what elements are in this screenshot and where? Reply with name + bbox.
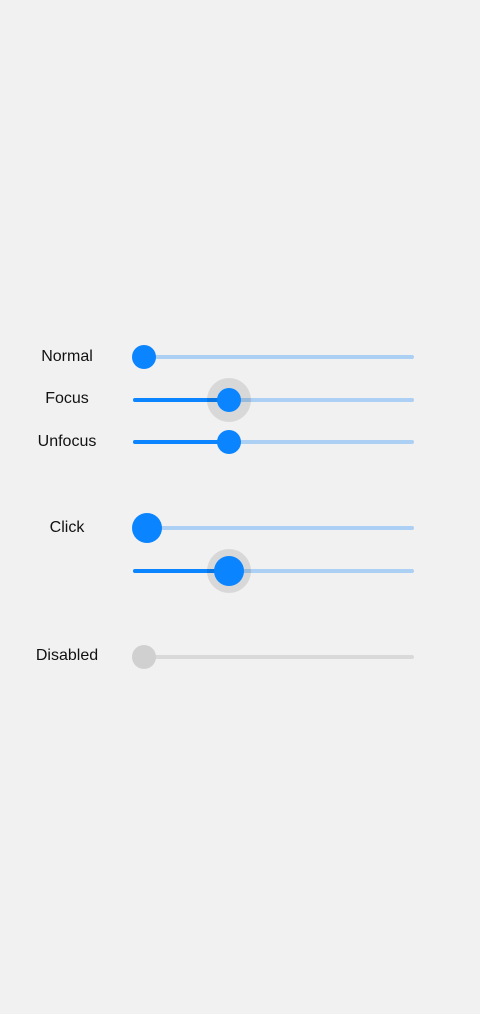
slider-track-fill: [133, 440, 229, 444]
slider-track: [133, 440, 414, 444]
disabled-slider: [132, 643, 414, 671]
slider-thumb[interactable]: [216, 388, 241, 412]
unfocus-label: Unfocus: [37, 433, 97, 450]
click-label: Click: [49, 519, 85, 536]
disabled-label: Disabled: [35, 647, 99, 664]
slider-thumb[interactable]: [216, 430, 241, 454]
slider-track: [133, 569, 414, 573]
slider-track: [133, 355, 414, 359]
slider-thumb: [132, 645, 157, 669]
unfocus-slider[interactable]: [133, 428, 414, 456]
focus-slider[interactable]: [133, 378, 414, 422]
slider-track-fill: [133, 398, 229, 402]
focus-label: Focus: [45, 390, 89, 407]
slider-thumb[interactable]: [132, 345, 157, 369]
click-pressed-slider[interactable]: [133, 549, 414, 593]
slider-track: [133, 398, 414, 402]
click-slider[interactable]: [132, 513, 414, 543]
slider-track: [133, 655, 414, 659]
normal-label: Normal: [41, 348, 93, 365]
slider-track: [133, 526, 414, 530]
slider-track-fill: [133, 569, 229, 573]
slider-thumb[interactable]: [132, 513, 163, 543]
slider-thumb[interactable]: [213, 556, 244, 586]
normal-slider[interactable]: [132, 343, 414, 371]
